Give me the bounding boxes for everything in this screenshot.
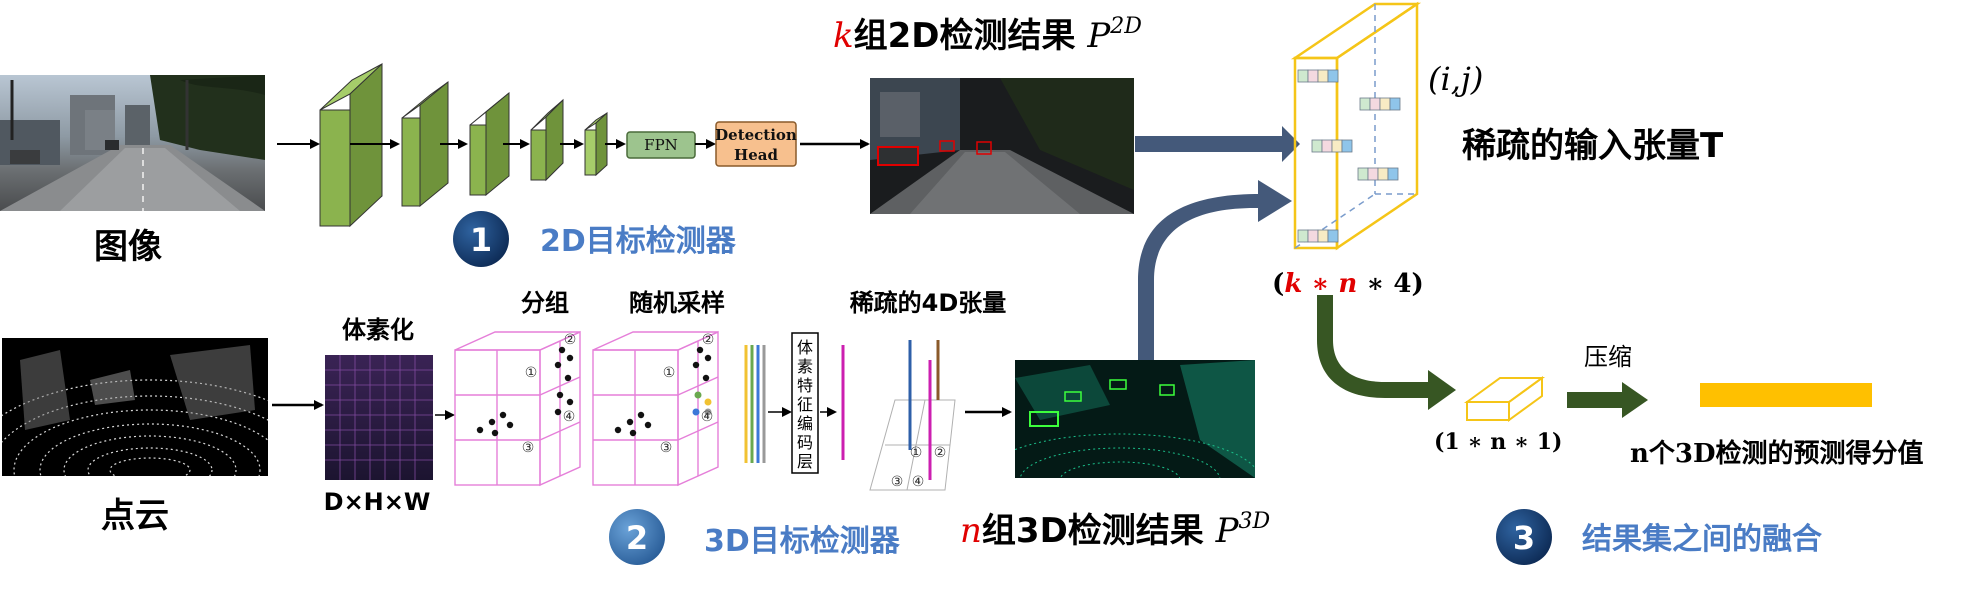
group-label: 分组 xyxy=(521,289,569,317)
random-sample-label: 随机采样 xyxy=(629,289,725,317)
detection-head-label-1: Detection xyxy=(715,126,797,144)
sample-circ1: ① xyxy=(663,365,676,381)
group-circ1: ① xyxy=(525,365,538,381)
sample-grid xyxy=(592,330,719,487)
compress-label: 压缩 xyxy=(1584,343,1632,371)
voxelize-label: 体素化 xyxy=(342,316,414,344)
svg-text:素: 素 xyxy=(797,357,813,376)
svg-text:②: ② xyxy=(934,445,947,461)
ij-label: (i,j) xyxy=(1428,60,1483,98)
sample-circ4: ④ xyxy=(701,409,714,425)
step1-number: 1 xyxy=(470,221,492,259)
sparse4d-label: 稀疏的4D张量 xyxy=(850,289,1007,317)
dims-label: D×H×W xyxy=(324,488,431,516)
sample-points xyxy=(614,346,712,437)
voxel-encoder-text: 体 素 特 征 编 码 层 xyxy=(797,338,813,471)
cnn-backbone xyxy=(319,62,626,228)
sample-circ3: ③ xyxy=(660,440,673,456)
arrow-tensor-to-conv xyxy=(1317,295,1456,410)
camera-image xyxy=(0,75,265,211)
sample-circ2: ② xyxy=(702,332,715,348)
arrow-2d-to-tensor xyxy=(1135,126,1300,162)
group-circ4: ④ xyxy=(563,409,576,425)
sparse-tensor-label: 稀疏的输入张量T xyxy=(1462,126,1724,166)
svg-text:征: 征 xyxy=(797,395,813,414)
fpn-label: FPN xyxy=(644,136,678,154)
detection-head-box xyxy=(715,121,797,167)
svg-text:体: 体 xyxy=(797,338,813,357)
sparse4d-tensor: ① ② ③ ④ xyxy=(869,340,956,491)
det3d-result-image xyxy=(1015,360,1255,478)
svg-text:编: 编 xyxy=(797,414,813,433)
pointcloud-label: 点云 xyxy=(101,496,169,536)
detection-head-label-2: Head xyxy=(734,146,778,164)
step3-badge xyxy=(1496,509,1552,565)
arrow-compress xyxy=(1567,382,1648,418)
voxel-encoder-box xyxy=(791,332,819,474)
scores-label: n个3D检测的预测得分值 xyxy=(1630,438,1924,469)
group-circ3: ③ xyxy=(522,440,535,456)
feature-bars xyxy=(744,345,766,463)
group-points xyxy=(476,346,574,437)
svg-text:码: 码 xyxy=(797,433,813,452)
det2d-title: k组2D检测结果 P2D xyxy=(833,14,1142,56)
svg-text:③: ③ xyxy=(891,474,904,490)
conv-output-shape: (1 ∗ n ∗ 1) xyxy=(1434,429,1562,455)
sparse-input-tensor xyxy=(1290,1,1422,251)
conv-output-cuboid xyxy=(1463,376,1546,422)
voxel-grid xyxy=(325,355,433,480)
group-circ2: ② xyxy=(564,332,577,348)
step2-number: 2 xyxy=(626,519,648,557)
svg-text:层: 层 xyxy=(797,452,813,471)
score-bar xyxy=(1700,383,1872,407)
step1-badge xyxy=(453,211,509,267)
svg-text:①: ① xyxy=(910,445,923,461)
svg-text:特: 特 xyxy=(797,376,813,395)
tensor-shape-label: (k ∗ n ∗ 4) xyxy=(1272,269,1424,299)
step2-badge xyxy=(609,509,665,565)
svg-text:④: ④ xyxy=(912,474,925,490)
step3-number: 3 xyxy=(1513,519,1535,557)
step3-label: 结果集之间的融合 xyxy=(1582,522,1822,557)
det2d-result-image xyxy=(870,78,1134,214)
arrow-3d-to-tensor xyxy=(1138,180,1292,360)
det3d-title: n组3D检测结果 P3D xyxy=(960,509,1271,551)
step2-label: 3D目标检测器 xyxy=(704,524,901,559)
point-cloud-image xyxy=(2,338,268,476)
step1-label: 2D目标检测器 xyxy=(540,224,737,259)
image-label: 图像 xyxy=(94,227,162,267)
group-grid xyxy=(454,330,581,487)
